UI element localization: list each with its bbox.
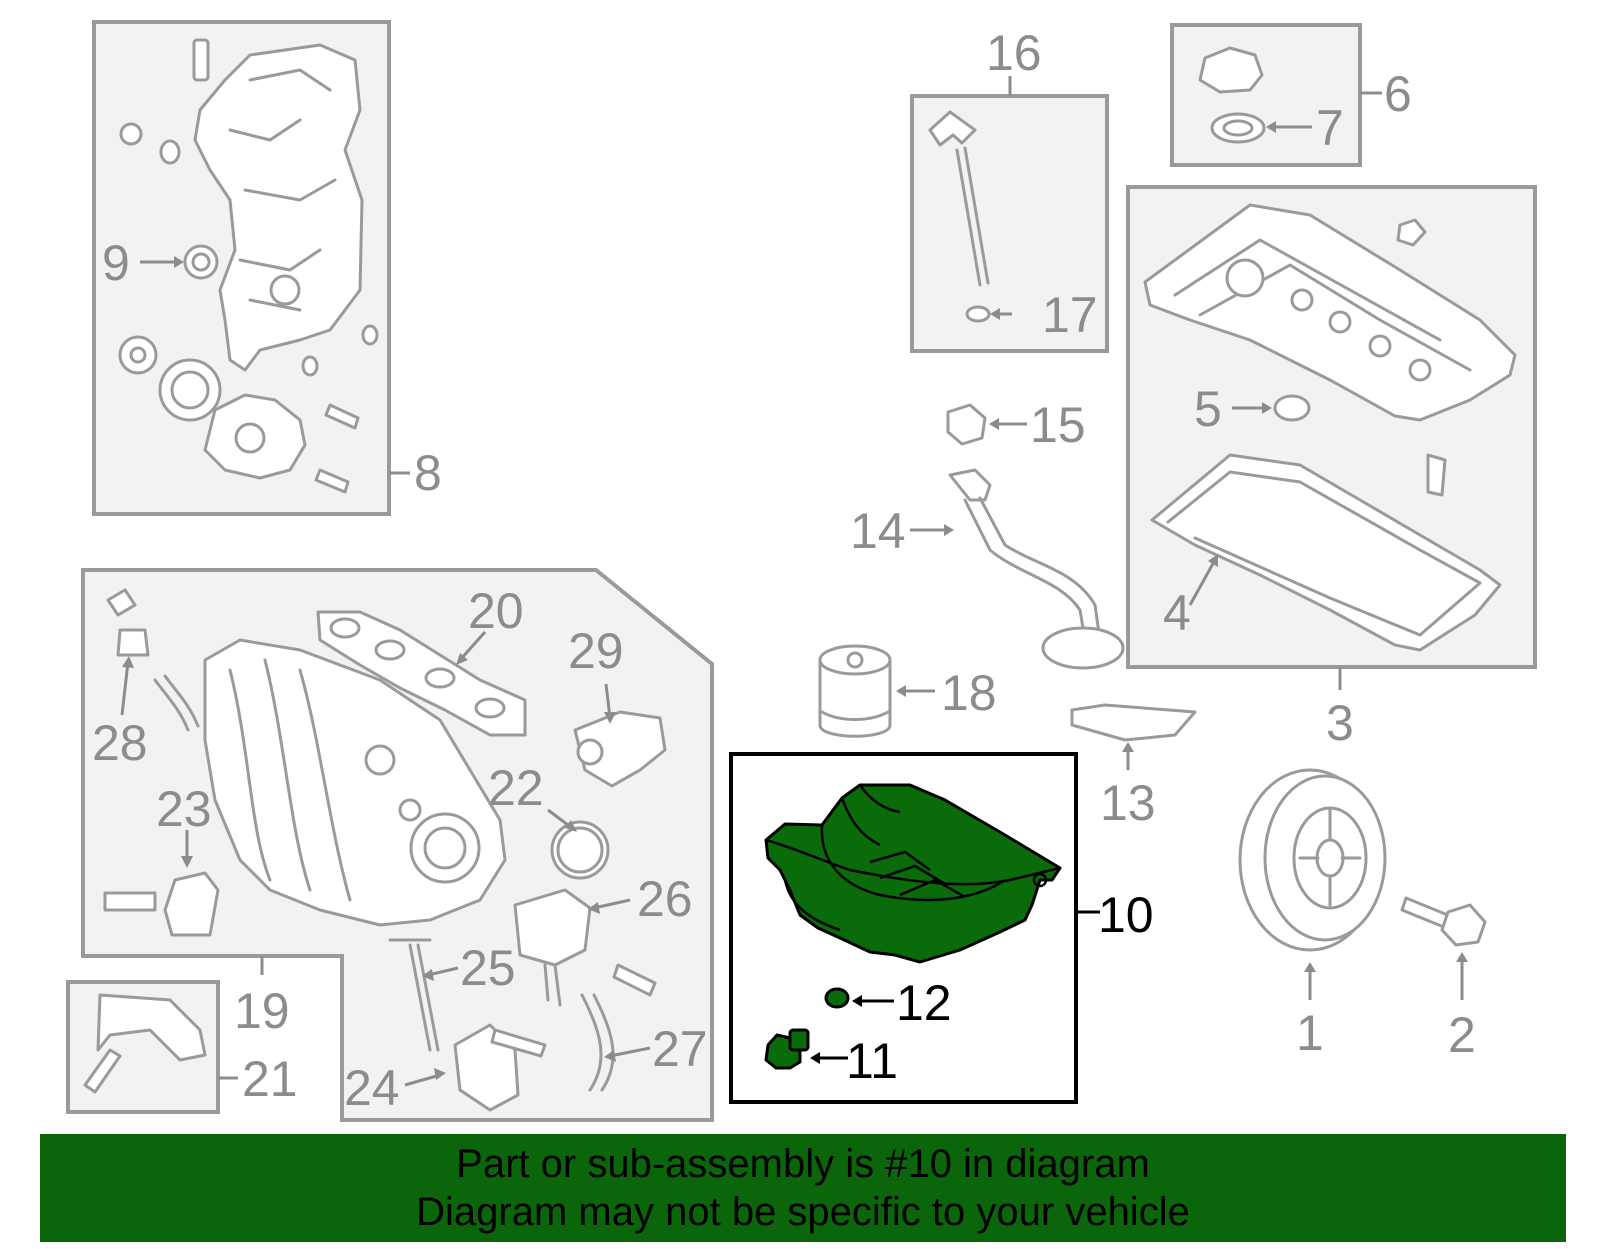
sensor-23-part[interactable]: [163, 871, 220, 937]
callout-10[interactable]: 10: [1098, 887, 1154, 943]
loose-parts-middle: 15 14 18 13: [818, 397, 1197, 831]
callout-4[interactable]: 4: [1163, 585, 1191, 641]
cap-part[interactable]: [106, 588, 137, 617]
banner-line-1: Part or sub-assembly is #10 in diagram: [456, 1142, 1150, 1186]
bolt-part[interactable]: [1426, 453, 1447, 497]
callout-24[interactable]: 24: [344, 1060, 400, 1116]
callout-16[interactable]: 16: [986, 25, 1042, 81]
group-6-filler-cap: 7 6: [1170, 23, 1412, 167]
callout-26[interactable]: 26: [637, 871, 693, 927]
bolt-part[interactable]: [612, 963, 657, 997]
actuator-26-part[interactable]: [513, 888, 592, 967]
callout-2[interactable]: 2: [1448, 1007, 1476, 1063]
bracket-21-part[interactable]: [96, 993, 207, 1062]
gasket-15-part[interactable]: [946, 403, 987, 446]
pickup-screen-part[interactable]: [1041, 626, 1125, 670]
valve-cover-gasket-part[interactable]: [1150, 453, 1502, 652]
bolt-part[interactable]: [103, 891, 157, 912]
callout-21[interactable]: 21: [242, 1051, 298, 1107]
pcv-valve-part[interactable]: [116, 628, 150, 657]
bolt-part[interactable]: [83, 1048, 122, 1094]
bolt-part[interactable]: [314, 468, 350, 494]
filler-cap-part[interactable]: [1198, 46, 1264, 94]
callout-6[interactable]: 6: [1384, 66, 1412, 122]
timing-cover-part[interactable]: [193, 43, 364, 372]
callout-29[interactable]: 29: [568, 623, 624, 679]
callout-22[interactable]: 22: [488, 760, 544, 816]
group-6-box: [1170, 23, 1362, 167]
pcv-grommet-part[interactable]: [1396, 218, 1427, 247]
pickup-flange-part[interactable]: [948, 468, 992, 502]
intake-gasket-part[interactable]: [316, 610, 527, 737]
group-10-oil-pan: 12 11 10: [729, 752, 1154, 1104]
plug-part[interactable]: [119, 122, 143, 146]
callout-18[interactable]: 18: [941, 665, 997, 721]
group-19-intake: 20 29 22 26 25 27 24 28 23 19: [81, 568, 714, 1122]
callout-20[interactable]: 20: [468, 583, 524, 639]
bolt-part[interactable]: [324, 403, 360, 430]
callout-27[interactable]: 27: [652, 1021, 708, 1077]
callout-12[interactable]: 12: [896, 975, 952, 1031]
callout-3[interactable]: 3: [1326, 695, 1354, 751]
callout-28[interactable]: 28: [92, 715, 148, 771]
callout-11[interactable]: 11: [846, 1033, 898, 1089]
callout-19[interactable]: 19: [234, 983, 290, 1039]
callout-9[interactable]: 9: [102, 235, 130, 291]
callout-13[interactable]: 13: [1100, 775, 1156, 831]
group-21-bracket: 21: [66, 980, 298, 1114]
group-8-timing-cover: 9 8: [92, 20, 442, 516]
banner-line-2: Diagram may not be specific to your vehi…: [416, 1190, 1190, 1234]
pulley-and-bolt: 1 2: [1238, 768, 1487, 1063]
callout-1[interactable]: 1: [1296, 1005, 1324, 1061]
grommet-5-part[interactable]: [1273, 394, 1311, 422]
callout-15[interactable]: 15: [1030, 397, 1086, 453]
drain-gasket-12-part[interactable]: [824, 987, 850, 1009]
o-ring-17-part[interactable]: [965, 305, 991, 323]
callout-17[interactable]: 17: [1042, 287, 1098, 343]
callout-7[interactable]: 7: [1316, 100, 1344, 156]
group-16-dipstick: 17 16: [910, 25, 1109, 353]
bolt-part[interactable]: [490, 1028, 547, 1058]
group-3-valve-cover: 5 4 3: [1126, 185, 1537, 751]
baffle-13-part[interactable]: [1070, 703, 1197, 742]
callout-23[interactable]: 23: [156, 781, 212, 837]
callout-25[interactable]: 25: [460, 940, 516, 996]
callout-5[interactable]: 5: [1194, 381, 1222, 437]
callout-8[interactable]: 8: [414, 445, 442, 501]
callout-14[interactable]: 14: [850, 503, 906, 559]
solenoid-29-part[interactable]: [573, 710, 667, 788]
info-banner: Part or sub-assembly is #10 in diagram D…: [40, 1134, 1566, 1242]
stud-part[interactable]: [192, 38, 210, 82]
dipstick-handle-part[interactable]: [928, 110, 977, 147]
